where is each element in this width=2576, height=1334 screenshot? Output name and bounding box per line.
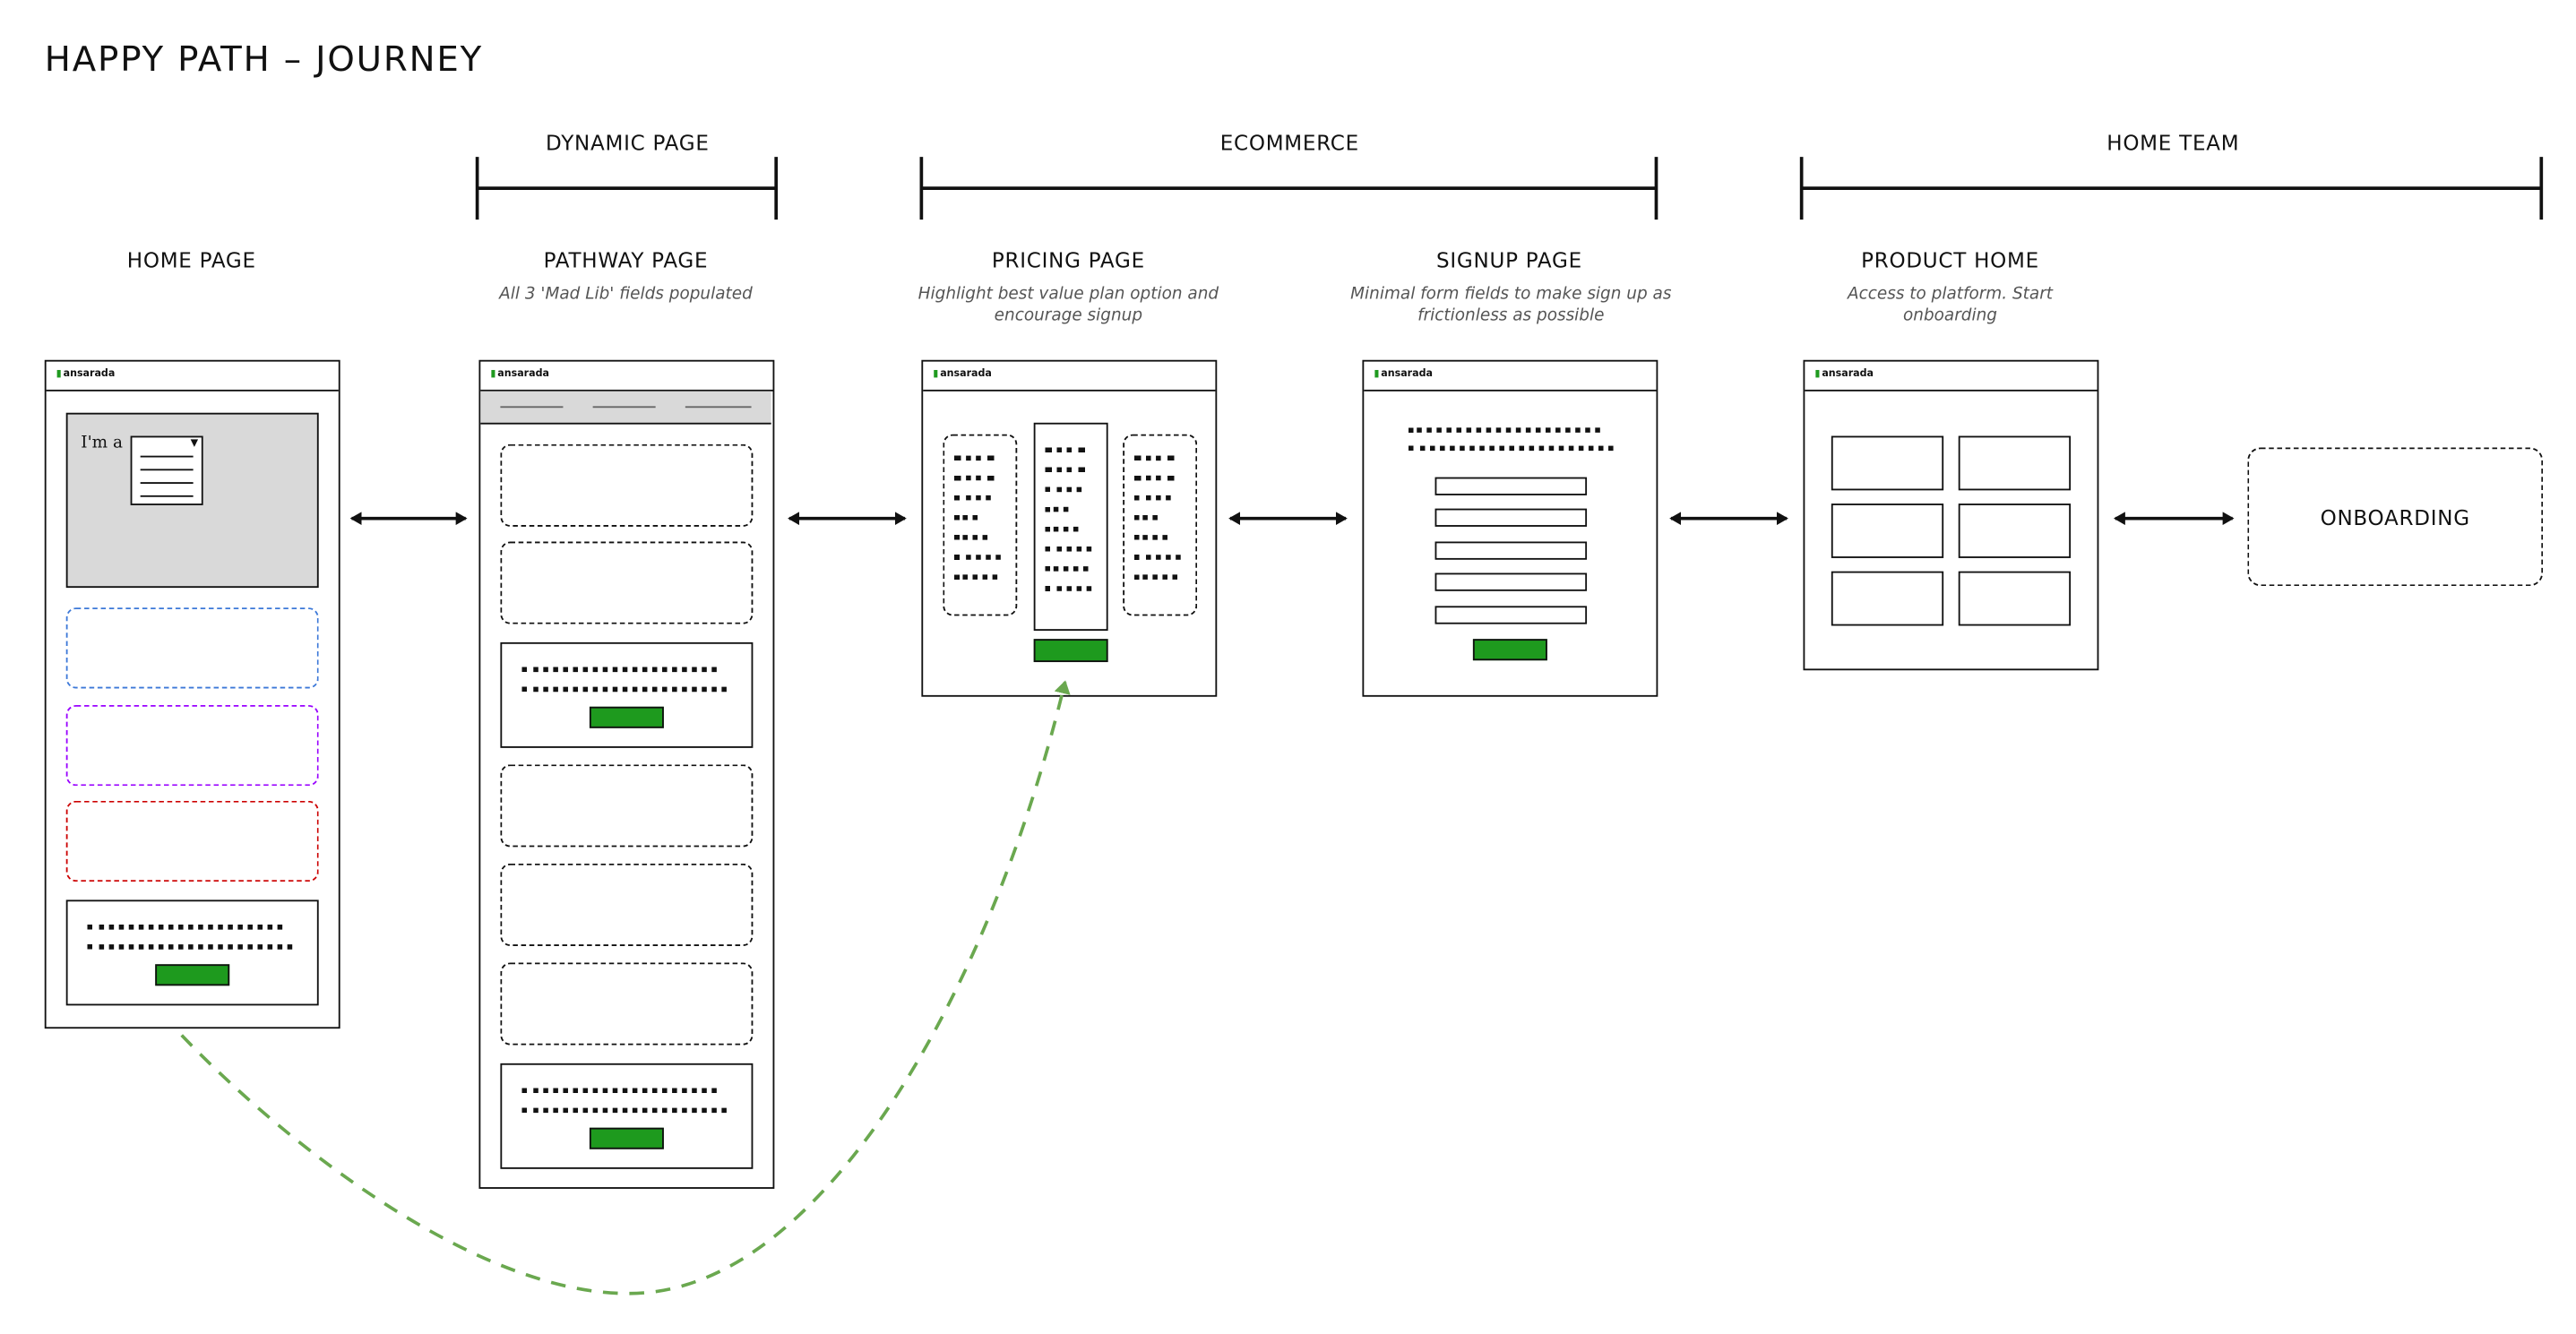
logo-text: ansarada xyxy=(1822,367,1874,380)
onboarding-label: ONBOARDING xyxy=(2320,504,2470,530)
signup-submit-button[interactable] xyxy=(1472,639,1547,661)
product-tile[interactable] xyxy=(1831,503,1944,558)
home-section-red xyxy=(65,800,319,882)
pathway-cta-block xyxy=(500,641,754,748)
product-home-header: ▮ansarada xyxy=(1805,362,2098,392)
home-section-blue xyxy=(65,607,319,689)
home-cta-block xyxy=(65,899,319,1006)
pricing-plan-option xyxy=(1123,434,1198,616)
signup-page-header: ▮ansarada xyxy=(1364,362,1657,392)
scribble-text xyxy=(521,686,727,697)
scribble-text xyxy=(521,1107,727,1118)
pricing-page-wireframe: ▮ansarada xyxy=(921,359,1218,697)
role-dropdown[interactable]: ▼ xyxy=(130,435,203,505)
scribble-text xyxy=(1409,427,1600,437)
pathway-section xyxy=(500,541,754,624)
diagram-title: HAPPY PATH – JOURNEY xyxy=(44,39,484,80)
group-label-dynamic-page: DYNAMIC PAGE xyxy=(545,130,710,156)
pathway-section xyxy=(500,443,754,527)
logo-text: ansarada xyxy=(1381,367,1433,380)
scribble-text xyxy=(521,1088,717,1098)
desc-pricing-page: Highlight best value plan option and enc… xyxy=(918,285,1219,326)
pathway-cta-block-bottom xyxy=(500,1063,754,1169)
group-label-ecommerce: ECOMMERCE xyxy=(1219,130,1359,156)
pathway-page-wireframe: ▮ansarada xyxy=(478,359,775,1189)
scribble-text xyxy=(87,925,283,934)
desc-product-home: Access to platform. Start onboarding xyxy=(1848,285,2054,326)
hero-prompt: I'm a xyxy=(81,434,123,452)
scribble-text xyxy=(1409,445,1614,456)
desc-signup-page: Minimal form fields to make sign up as f… xyxy=(1350,285,1672,326)
signup-form-field[interactable] xyxy=(1434,541,1588,560)
product-home-wireframe: ▮ansarada xyxy=(1803,359,2099,671)
label-home-page: HOME PAGE xyxy=(126,247,256,273)
logo-text: ansarada xyxy=(497,367,549,380)
product-tile[interactable] xyxy=(1831,435,1944,491)
scribble-text xyxy=(521,667,717,677)
signup-form-field[interactable] xyxy=(1434,477,1588,495)
pricing-plan-best-value xyxy=(1033,422,1108,632)
pathway-cta-button-bottom[interactable] xyxy=(589,1127,664,1149)
signup-form-field[interactable] xyxy=(1434,572,1588,591)
logo-icon: ▮ xyxy=(1814,367,1821,380)
home-page-header: ▮ansarada xyxy=(46,362,339,392)
label-pricing-page: PRICING PAGE xyxy=(991,247,1145,273)
logo-icon: ▮ xyxy=(56,367,62,380)
logo-icon: ▮ xyxy=(1374,367,1380,380)
signup-form-field[interactable] xyxy=(1434,508,1588,527)
pathway-page-header: ▮ansarada xyxy=(480,362,773,392)
signup-form-field[interactable] xyxy=(1434,606,1588,624)
signup-page-wireframe: ▮ansarada xyxy=(1362,359,1658,697)
logo-icon: ▮ xyxy=(490,367,496,380)
pathway-section xyxy=(500,863,754,947)
pricing-signup-button[interactable] xyxy=(1033,639,1108,663)
pathway-section xyxy=(500,962,754,1046)
home-section-purple xyxy=(65,704,319,787)
group-label-home-team: HOME TEAM xyxy=(2106,130,2240,156)
bracket-ecommerce xyxy=(919,157,1658,220)
pathway-cta-button[interactable] xyxy=(589,706,664,728)
shortcut-path-home-to-pricing xyxy=(180,680,1071,1295)
home-hero: I'm a ▼ xyxy=(65,412,319,589)
product-tile[interactable] xyxy=(1958,503,2072,558)
home-page-wireframe: ▮ansarada I'm a ▼ xyxy=(44,359,340,1029)
chevron-down-icon: ▼ xyxy=(190,437,199,450)
home-cta-button[interactable] xyxy=(155,964,230,986)
product-tile[interactable] xyxy=(1831,571,1944,626)
pathway-nav-bar xyxy=(480,391,771,425)
label-signup-page: SIGNUP PAGE xyxy=(1436,247,1582,273)
logo-icon: ▮ xyxy=(933,367,939,380)
label-product-home: PRODUCT HOME xyxy=(1861,247,2039,273)
label-pathway-page: PATHWAY PAGE xyxy=(543,247,709,273)
bracket-dynamic-page xyxy=(475,157,779,220)
product-tile[interactable] xyxy=(1958,435,2072,491)
scribble-text xyxy=(87,944,293,954)
pricing-plan-option xyxy=(943,434,1018,616)
desc-pathway-page: All 3 'Mad Lib' fields populated xyxy=(499,285,753,305)
product-tile[interactable] xyxy=(1958,571,2072,626)
pathway-section xyxy=(500,764,754,848)
bracket-home-team xyxy=(1799,157,2544,220)
logo-text: ansarada xyxy=(940,367,992,380)
onboarding-box: ONBOARDING xyxy=(2247,447,2544,587)
logo-text: ansarada xyxy=(63,367,116,380)
pricing-page-header: ▮ansarada xyxy=(923,362,1216,392)
